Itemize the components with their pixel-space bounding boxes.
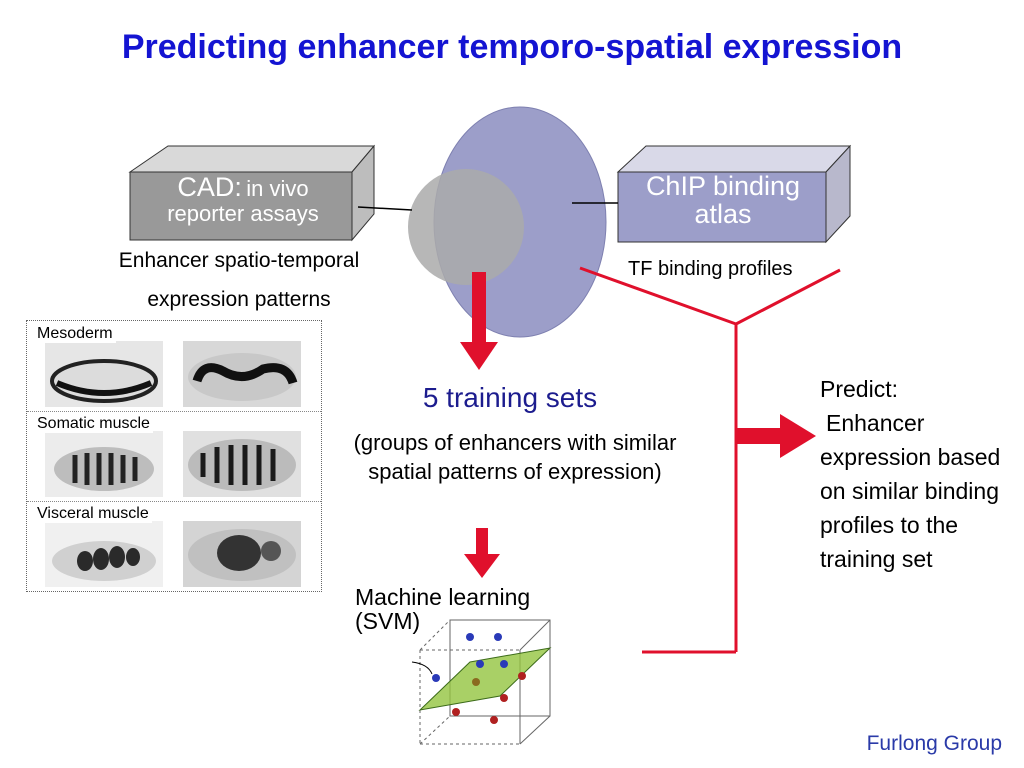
- svm-point-red: [452, 708, 460, 716]
- svm-point-blue: [476, 660, 484, 668]
- y-left-arm: [579, 266, 737, 326]
- cad-circle: [408, 169, 524, 285]
- embryo-image: [45, 431, 163, 497]
- svm-point-blue: [494, 633, 502, 641]
- arrow-to-training-shaft: [472, 272, 486, 344]
- embryo-image: [183, 521, 301, 587]
- svm-pointer: [411, 661, 433, 675]
- tf-caption: TF binding profiles: [628, 258, 793, 280]
- chip-box-top: [616, 145, 852, 173]
- embryo-image: [45, 341, 163, 407]
- embryo-image: [183, 341, 301, 407]
- predict-body: Enhancer expression based on similar bin…: [820, 410, 1001, 572]
- ml-label-line2: (SVM): [355, 608, 421, 634]
- svm-point-red: [490, 716, 498, 724]
- y-right-arm: [735, 268, 841, 326]
- svm-point-blue: [500, 660, 508, 668]
- svm-point-brown: [472, 678, 480, 686]
- embryo-row-visceral: Visceral muscle: [27, 501, 321, 591]
- predict-colon: :: [891, 376, 898, 402]
- svm-hyperplane: [418, 647, 552, 711]
- credit-label: Furlong Group: [866, 732, 1002, 755]
- embryo-image: [183, 431, 301, 497]
- arrow-to-ml-shaft: [476, 528, 488, 556]
- embryo-row-label: Mesoderm: [37, 325, 116, 343]
- embryo-row-somatic: Somatic muscle: [27, 411, 321, 502]
- ml-label: Machine learning (SVM): [355, 585, 530, 633]
- cad-label-line2: reporter assays: [167, 201, 319, 226]
- slide-title: Predicting enhancer temporo-spatial expr…: [121, 28, 903, 66]
- enhancer-caption-line1: Enhancer spatio-temporal: [118, 249, 360, 272]
- chip-label-line2: atlas: [694, 199, 752, 229]
- chip-box-front: [617, 171, 827, 243]
- predict-arrow-shaft: [736, 428, 782, 444]
- arrow-to-training-head: [460, 342, 498, 370]
- embryo-panel: Mesoderm Somatic muscle: [26, 320, 322, 592]
- embryo-row-label: Visceral muscle: [37, 505, 152, 523]
- cad-connector: [357, 206, 413, 211]
- predict-heading: Predict: [820, 376, 892, 402]
- arrow-to-ml-head: [464, 554, 500, 578]
- embryo-row-mesoderm: Mesoderm: [27, 321, 321, 412]
- enhancer-caption-line2: expression patterns: [147, 288, 331, 311]
- cad-box-label: CAD: in vivo reporter assays: [130, 174, 356, 228]
- chip-label-line1: ChIP binding: [645, 171, 801, 201]
- cad-label-small: in vivo: [246, 176, 309, 201]
- training-sets-title: 5 training sets: [422, 382, 598, 413]
- ml-label-line1: Machine learning: [355, 584, 531, 610]
- predict-arrow-head: [780, 414, 816, 458]
- svm-point-blue: [466, 633, 474, 641]
- svm-point-blue: [432, 674, 440, 682]
- predict-text: Predict: Enhancer expression based on si…: [820, 372, 1020, 576]
- embryo-row-label: Somatic muscle: [37, 415, 153, 433]
- cad-box-front: [129, 171, 353, 241]
- svm-point-red: [500, 694, 508, 702]
- chip-box-label: ChIP binding atlas: [620, 172, 826, 228]
- cad-box-top: [128, 145, 376, 173]
- cad-label-big: CAD:: [177, 172, 242, 202]
- svm-point-red: [518, 672, 526, 680]
- embryo-image: [45, 521, 163, 587]
- training-sets-description: (groups of enhancers with similar spatia…: [353, 430, 677, 484]
